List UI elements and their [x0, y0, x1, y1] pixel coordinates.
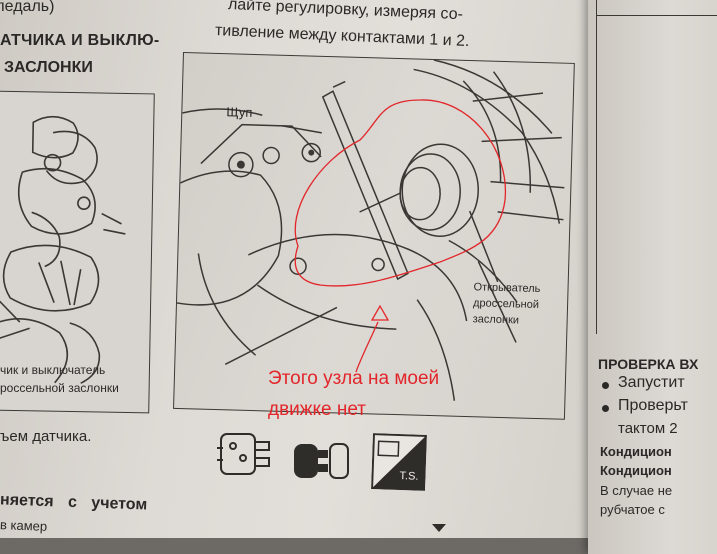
probe-label: Щуп [226, 104, 253, 120]
book-page-right: ПРОВЕРКА ВХ Запустит Проверьт тактом 2 К… [588, 0, 717, 554]
right-text-line7: рубчатое с [600, 502, 665, 517]
sensor-connector-icon [213, 428, 279, 482]
left-text-line3: в камер [0, 517, 48, 534]
ts-service-icon: T.S. [371, 433, 427, 491]
connector-plug-icon [290, 438, 354, 488]
ts-label: T.S. [399, 470, 419, 483]
annotation-text-line1: Этого узла на моей [268, 368, 440, 389]
opener-label-line1: Открыватель [473, 281, 541, 296]
right-bullet-text-2: Проверьт [618, 397, 688, 414]
center-text-line2: тивление между контактами 1 и 2. [214, 22, 470, 51]
right-top-box [596, 0, 717, 16]
right-bullet-text-1: Запустит [618, 374, 685, 391]
left-sensor-figure [0, 90, 155, 414]
left-sensor-drawing [0, 115, 126, 384]
opener-label-line2: дроссельной [472, 297, 540, 312]
right-frame-line [596, 14, 597, 334]
left-figure-caption-line2: россельной заслонки [0, 381, 119, 395]
opener-label-line3: заслонки [472, 313, 520, 327]
right-heading: ПРОВЕРКА ВХ [598, 356, 699, 372]
main-throttle-figure: Щуп Открыватель дроссельной заслонки [173, 52, 575, 420]
left-text-line1: ъем датчика. [0, 428, 92, 445]
center-text-line1: лайте регулировку, измеряя со- [227, 0, 464, 24]
right-text-line4: Кондицион [600, 444, 672, 459]
page-corner-mark-icon [432, 524, 446, 532]
right-bullet-2 [602, 405, 609, 412]
right-text-line3: тактом 2 [618, 420, 678, 437]
book-page-left: педаль) АТЧИКА И ВЫКЛЮ- ЗАСЛОНКИ чик и в… [0, 0, 590, 538]
annotation-text-line2: движке нет [268, 399, 367, 420]
left-top-text: педаль) [0, 0, 55, 15]
left-text-line2: няется с учетом [0, 491, 148, 514]
left-heading-line2: ЗАСЛОНКИ [4, 59, 93, 76]
left-heading-line1: АТЧИКА И ВЫКЛЮ- [0, 32, 160, 49]
right-text-line5: Кондицион [600, 463, 672, 478]
right-text-line6: В случае не [600, 483, 673, 498]
left-figure-caption-line1: чик и выключатель [0, 363, 106, 377]
right-bullet-1 [602, 382, 609, 389]
